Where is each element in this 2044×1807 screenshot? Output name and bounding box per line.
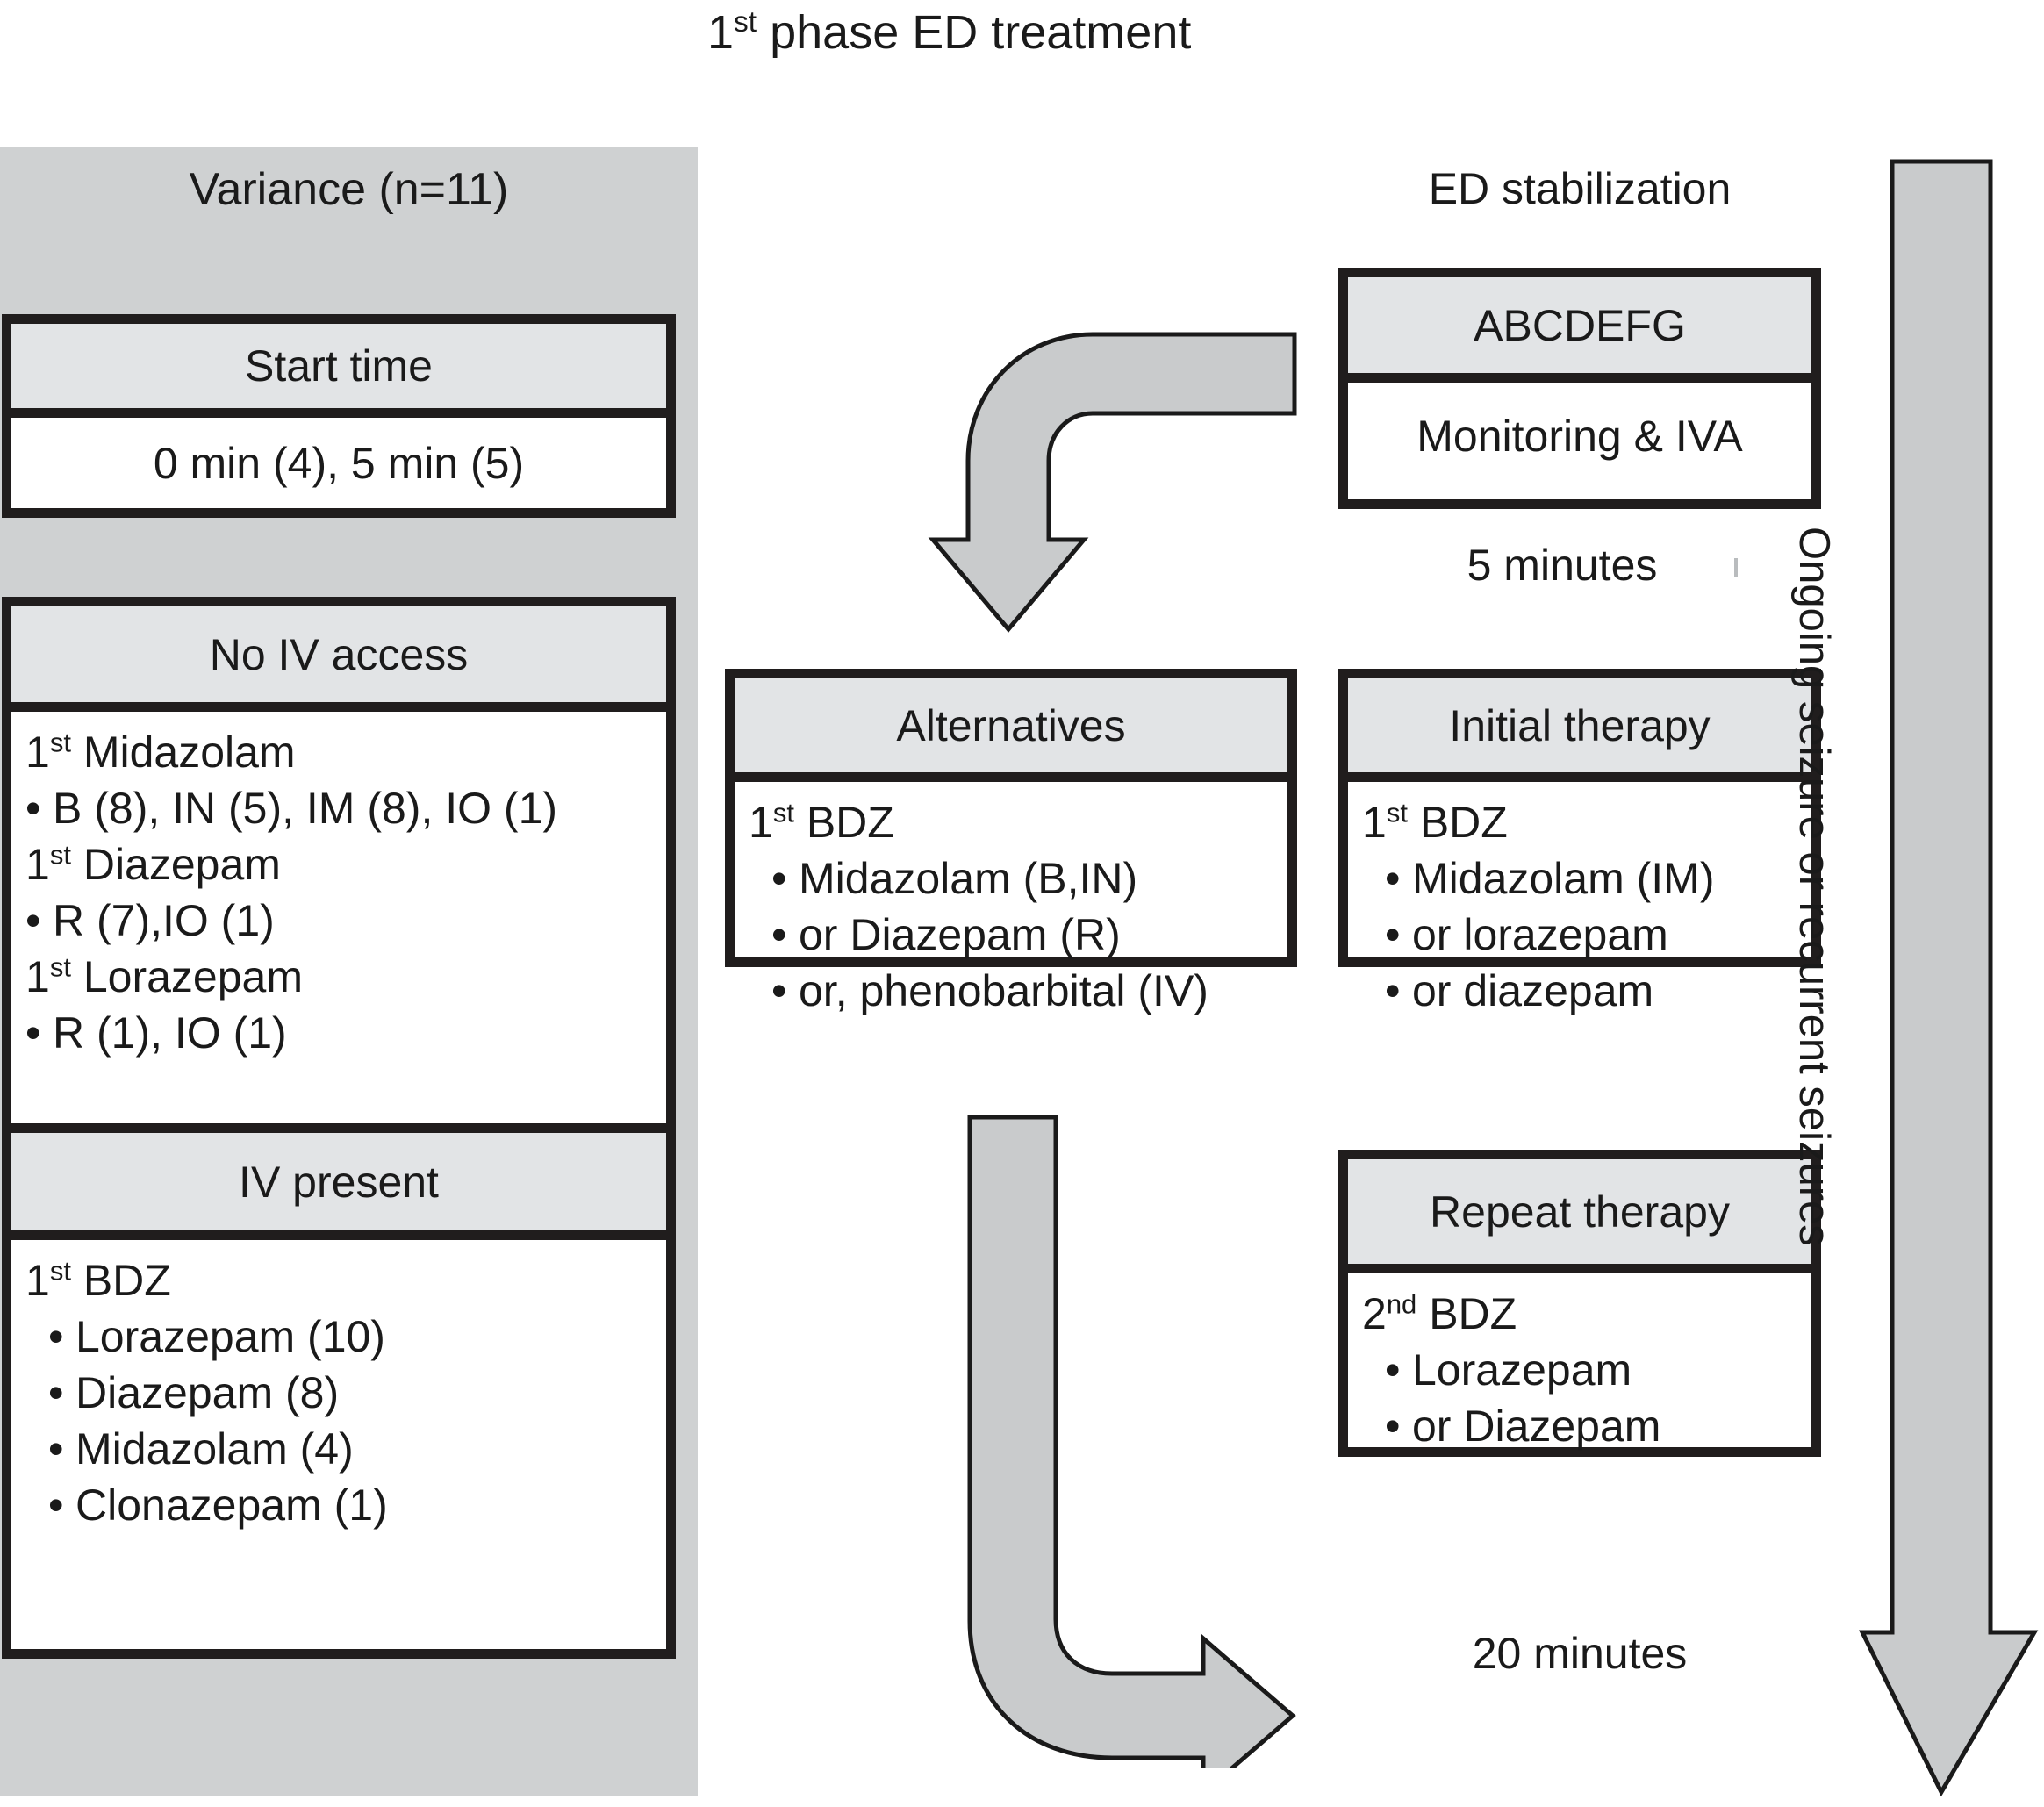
bullet-icon: • bbox=[48, 1424, 64, 1474]
bullet-icon: • bbox=[771, 910, 787, 959]
box-iv-present-header: IV present bbox=[11, 1133, 666, 1240]
bullet-icon: • bbox=[1385, 854, 1401, 903]
list-item: 1st BDZ bbox=[25, 1255, 171, 1305]
bullet-icon: • bbox=[1385, 1402, 1401, 1451]
bullet-icon: • bbox=[25, 896, 41, 945]
list-item: 1st Midazolam bbox=[25, 727, 296, 777]
list-item: •R (1), IO (1) bbox=[25, 1005, 652, 1061]
list-item: 2nd BDZ bbox=[1362, 1288, 1517, 1338]
bullet-icon: • bbox=[1385, 910, 1401, 959]
box-no-iv-access: No IV access 1st Midazolam •B (8), IN (5… bbox=[2, 597, 676, 1123]
bullet-icon: • bbox=[48, 1368, 64, 1417]
bullet-icon: • bbox=[1385, 966, 1401, 1015]
box-repeat-therapy-header: Repeat therapy bbox=[1348, 1159, 1811, 1273]
list-item: 1st Lorazepam bbox=[25, 951, 303, 1001]
figure-title-number: 1 bbox=[707, 6, 735, 59]
bullet-icon: • bbox=[48, 1312, 64, 1361]
box-alternatives-body: 1st BDZ •Midazolam (B,IN) •or Diazepam (… bbox=[735, 782, 1287, 1015]
box-start-time-header: Start time bbox=[11, 324, 666, 418]
figure-title: 1st phase ED treatment bbox=[707, 6, 1234, 59]
box-alternatives-header: Alternatives bbox=[735, 678, 1287, 782]
list-item: 1st BDZ bbox=[749, 797, 894, 847]
box-start-time: Start time 0 min (4), 5 min (5) bbox=[2, 314, 676, 518]
list-item: 1st BDZ bbox=[1362, 797, 1508, 847]
figure-title-rest: phase ED treatment bbox=[757, 6, 1192, 59]
box-ed-stabilization-header: ABCDEFG bbox=[1348, 277, 1811, 383]
list-item: •Lorazepam (10) bbox=[25, 1309, 652, 1365]
bullet-icon: • bbox=[771, 966, 787, 1015]
list-item: •or diazepam bbox=[1362, 963, 1797, 1019]
box-no-iv-access-header: No IV access bbox=[11, 606, 666, 712]
time-label-20-minutes: 20 minutes bbox=[1472, 1629, 1688, 1678]
list-item: 1st Diazepam bbox=[25, 839, 281, 889]
bullet-icon: • bbox=[25, 784, 41, 833]
time-label-5-minutes: 5 minutes bbox=[1467, 541, 1658, 590]
box-repeat-therapy-body: 2nd BDZ •Lorazepam •or Diazepam bbox=[1348, 1273, 1811, 1451]
figure-title-ordinal: st bbox=[734, 6, 757, 39]
ed-stabilization-label: ED stabilization bbox=[1428, 164, 1732, 213]
box-no-iv-access-body: 1st Midazolam •B (8), IN (5), IM (8), IO… bbox=[11, 712, 666, 1114]
box-iv-present-body: 1st BDZ •Lorazepam (10) •Diazepam (8) •M… bbox=[11, 1240, 666, 1648]
list-item: •or Diazepam bbox=[1362, 1398, 1797, 1454]
bullet-icon: • bbox=[771, 854, 787, 903]
list-item: •Midazolam (4) bbox=[25, 1421, 652, 1477]
ongoing-seizure-label: Ongoing seizure or recurrent seizures bbox=[1790, 527, 1838, 1246]
box-start-time-body: 0 min (4), 5 min (5) bbox=[11, 418, 666, 508]
box-ed-stabilization: ABCDEFG Monitoring & IVA bbox=[1338, 268, 1821, 509]
bullet-icon: • bbox=[48, 1481, 64, 1530]
curved-arrow-down-left-icon bbox=[928, 332, 1297, 633]
vertical-arrow-down-icon bbox=[1859, 159, 2039, 1797]
list-item: •or, phenobarbital (IV) bbox=[749, 963, 1273, 1019]
box-initial-therapy-header: Initial therapy bbox=[1348, 678, 1811, 782]
bullet-icon: • bbox=[1385, 1345, 1401, 1395]
list-item: •or Diazepam (R) bbox=[749, 907, 1273, 963]
scan-artifact-mark bbox=[1734, 558, 1738, 577]
box-initial-therapy: Initial therapy 1st BDZ •Midazolam (IM) … bbox=[1338, 669, 1821, 1015]
list-item: •Lorazepam bbox=[1362, 1342, 1797, 1398]
box-iv-present: IV present 1st BDZ •Lorazepam (10) •Diaz… bbox=[2, 1123, 676, 1659]
list-item: •Midazolam (IM) bbox=[1362, 850, 1797, 907]
list-item: •R (7),IO (1) bbox=[25, 893, 652, 949]
box-ed-stabilization-body: Monitoring & IVA bbox=[1348, 383, 1811, 490]
list-item: •Midazolam (B,IN) bbox=[749, 850, 1273, 907]
list-item: •B (8), IN (5), IM (8), IO (1) bbox=[25, 780, 652, 836]
box-initial-therapy-body: 1st BDZ •Midazolam (IM) •or lorazepam •o… bbox=[1348, 782, 1811, 1015]
curved-arrow-down-right-icon bbox=[967, 1115, 1296, 1768]
variance-panel-title: Variance (n=11) bbox=[189, 164, 509, 215]
list-item: •or lorazepam bbox=[1362, 907, 1797, 963]
list-item: •Diazepam (8) bbox=[25, 1365, 652, 1421]
box-alternatives: Alternatives 1st BDZ •Midazolam (B,IN) •… bbox=[725, 669, 1297, 1015]
box-repeat-therapy: Repeat therapy 2nd BDZ •Lorazepam •or Di… bbox=[1338, 1150, 1821, 1457]
bullet-icon: • bbox=[25, 1008, 41, 1058]
list-item: •Clonazepam (1) bbox=[25, 1477, 652, 1533]
